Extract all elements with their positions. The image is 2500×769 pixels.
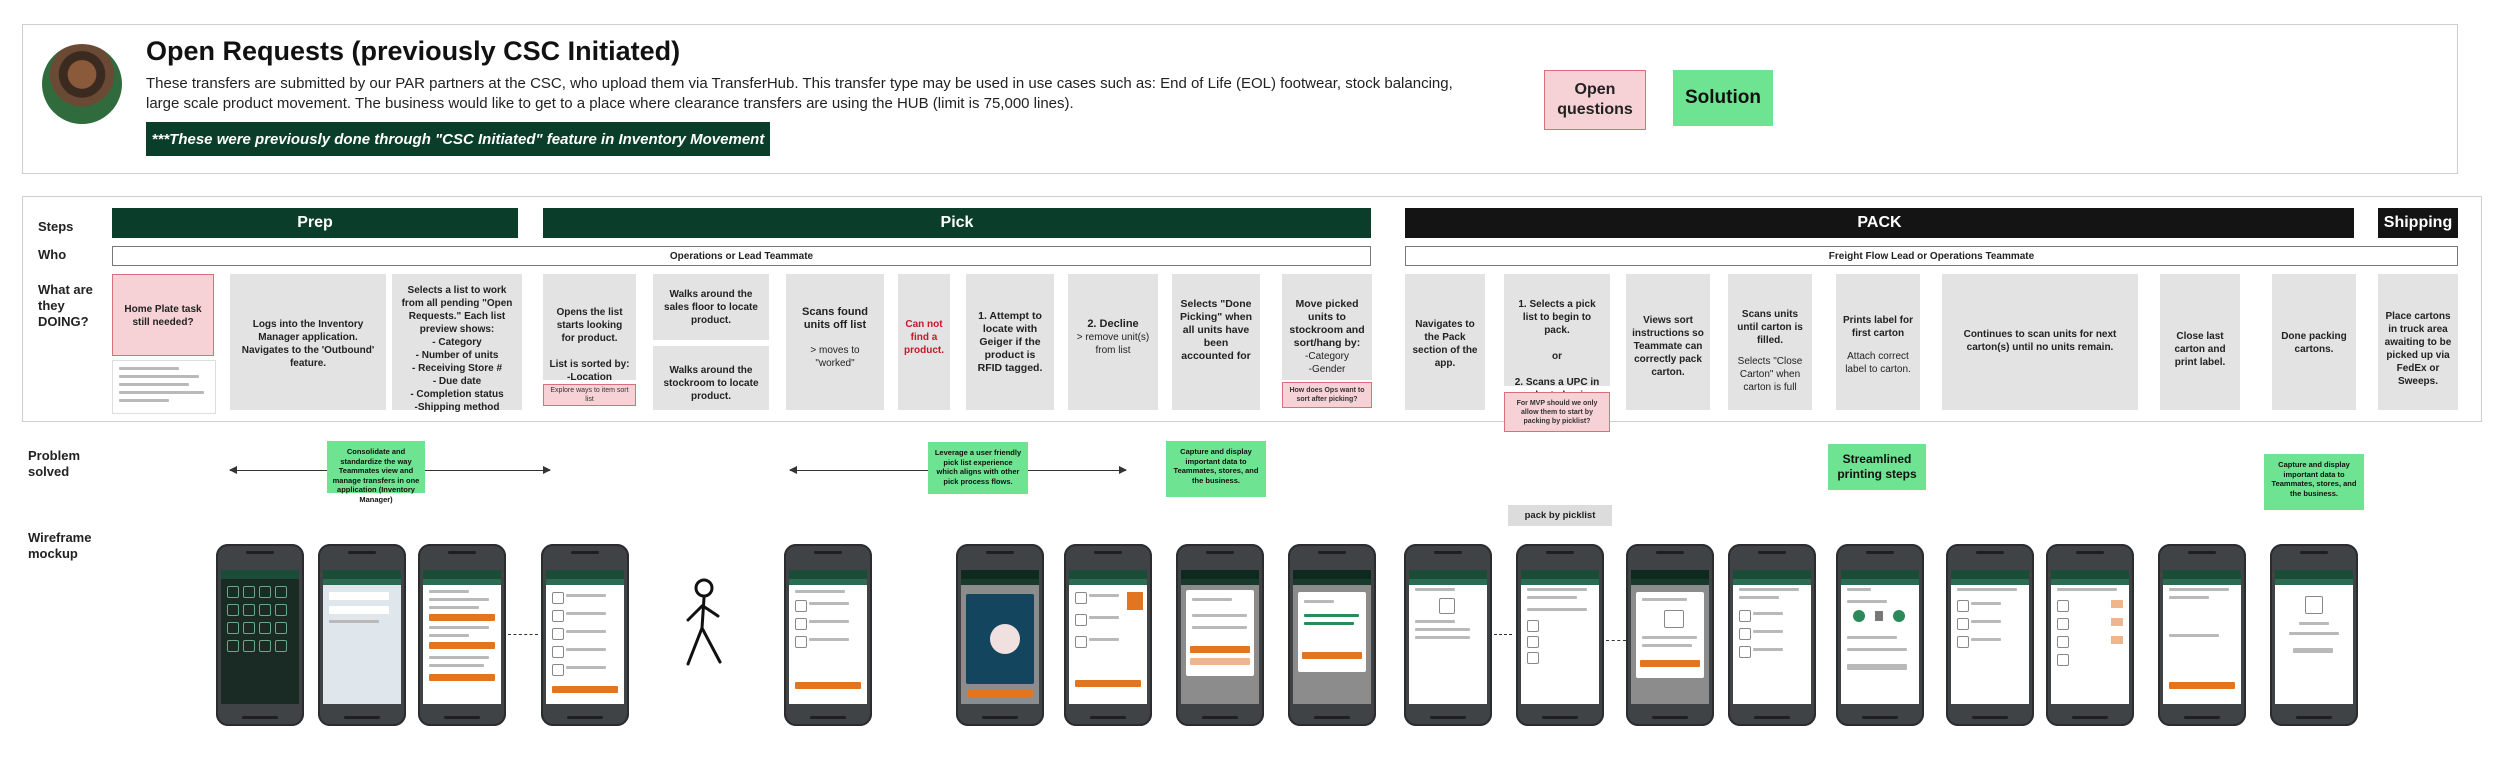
step-scan-carton: Scans units until carton is filled. Sele… <box>1728 274 1812 410</box>
note-ops-sort: How does Ops want to sort after picking? <box>1282 382 1372 408</box>
step-print-label: Prints label for first carton Attach cor… <box>1836 274 1920 410</box>
row-label-problem: Problem solved <box>28 448 81 479</box>
phase-pack: PACK <box>1405 208 2354 238</box>
step-login: Logs into the Inventory Manager applicat… <box>230 274 386 410</box>
phone-pick-scan <box>784 544 872 726</box>
print-label-sub: Attach correct label to carton. <box>1845 351 1911 375</box>
step-geiger: 1. Attempt to locate with Geiger if the … <box>966 274 1054 410</box>
step-open-list: Opens the list starts looking for produc… <box>543 274 636 383</box>
phone-inventory-manager <box>318 544 406 726</box>
step-move-units: Move picked units to stockroom and sort/… <box>1282 274 1372 380</box>
phone-close-carton <box>2158 544 2246 726</box>
flow-connector-pack <box>1494 634 1512 635</box>
phone-sort-instructions <box>1626 544 1714 726</box>
step-continue-scan: Continues to scan units for next carton(… <box>1942 274 2138 410</box>
phase-shipping: Shipping <box>2378 208 2458 238</box>
note-item-sort: Explore ways to item sort list <box>543 384 636 406</box>
decline-label: 2. Decline <box>1087 318 1139 330</box>
phone-decline <box>1064 544 1152 726</box>
step-decline: 2. Decline > remove unit(s) from list <box>1068 274 1158 410</box>
phone-good-job <box>1288 544 1376 726</box>
phone-open-requests <box>418 544 506 726</box>
phone-next-carton <box>1946 544 2034 726</box>
problem-pick-list: Leverage a user friendly pick list exper… <box>928 442 1028 494</box>
flow-connector-sort <box>1606 640 1626 641</box>
flow-connector <box>508 634 538 635</box>
csc-banner: ***These were previously done through "C… <box>146 122 770 156</box>
walking-person-icon <box>686 578 722 666</box>
problem-capture-data: Capture and display important data to Te… <box>1166 441 1266 497</box>
step-walk-sales: Walks around the sales floor to locate p… <box>653 274 769 340</box>
decline-sub: > remove unit(s) from list <box>1076 332 1150 356</box>
page-description: These transfers are submitted by our PAR… <box>146 75 1453 112</box>
phone-continue-scan <box>2046 544 2134 726</box>
row-label-who: Who <box>38 247 67 262</box>
step-select-list: Selects a list to work from all pending … <box>392 274 522 413</box>
scan-carton-label: Scans units until carton is filled. <box>1737 309 1803 346</box>
phase-prep: Prep <box>112 208 518 238</box>
note-mvp-picklist: For MVP should we only allow them to sta… <box>1504 392 1610 432</box>
home-plate-thumbnail <box>112 360 216 414</box>
problem-capture-data-2: Capture and display important data to Te… <box>2264 454 2364 510</box>
step-cannot-find: Can not find a product. <box>898 274 950 410</box>
avatar <box>42 44 122 124</box>
step-place-cartons: Place cartons in truck area awaiting to … <box>2378 274 2458 410</box>
scan-units-label: Scans found units off list <box>801 306 868 331</box>
problem-printing: Streamlined printing steps <box>1828 444 1926 490</box>
cannot-find-text: Can not find a product. <box>904 319 944 356</box>
who-freight: Freight Flow Lead or Operations Teammate <box>1405 246 2458 266</box>
step-close-carton: Close last carton and print label. <box>2160 274 2240 410</box>
legend-open-questions: Open questions <box>1544 70 1646 130</box>
move-units-sub: -Category -Gender <box>1305 351 1349 375</box>
row-label-steps: Steps <box>38 219 74 234</box>
pack-by-picklist-label: pack by picklist <box>1508 505 1612 526</box>
legend-solution: Solution <box>1673 70 1773 126</box>
phone-product-finder <box>956 544 1044 726</box>
who-operations: Operations or Lead Teammate <box>112 246 1371 266</box>
step-walk-stockroom: Walks around the stockroom to locate pro… <box>653 346 769 410</box>
page-title: Open Requests (previously CSC Initiated) <box>146 36 681 66</box>
row-label-doing: What are they DOING? <box>38 282 93 329</box>
print-label-label: Prints label for first carton <box>1842 315 1913 339</box>
step-done-picking: Selects "Done Picking" when all units ha… <box>1172 274 1260 410</box>
phone-pack-home <box>1404 544 1492 726</box>
step-view-sort: Views sort instructions so Teammate can … <box>1626 274 1710 410</box>
phone-pick-list <box>541 544 629 726</box>
step-navigate-pack: Navigates to the Pack section of the app… <box>1405 274 1485 410</box>
phase-pick: Pick <box>543 208 1371 238</box>
step-home-plate: Home Plate task still needed? <box>112 274 214 356</box>
phone-print <box>1836 544 1924 726</box>
scan-carton-sub: Selects "Close Carton" when carton is fu… <box>1737 356 1803 393</box>
scan-units-sub: > moves to "worked" <box>810 345 860 369</box>
phone-pick-summary <box>1176 544 1264 726</box>
step-done-packing: Done packing cartons. <box>2272 274 2356 410</box>
step-select-picklist: 1. Selects a pick list to begin to pack.… <box>1504 274 1610 401</box>
process-card <box>22 196 2482 422</box>
move-units-label: Move picked units to stockroom and sort/… <box>1289 298 1365 349</box>
phone-scan-carton <box>1728 544 1816 726</box>
step-scan-units: Scans found units off list > moves to "w… <box>786 274 884 410</box>
phone-done-packing <box>2270 544 2358 726</box>
phone-home <box>216 544 304 726</box>
phone-pack-list <box>1516 544 1604 726</box>
problem-consolidate: Consolidate and standardize the way Team… <box>327 441 425 504</box>
row-label-wireframe: Wireframe mockup <box>28 530 92 561</box>
